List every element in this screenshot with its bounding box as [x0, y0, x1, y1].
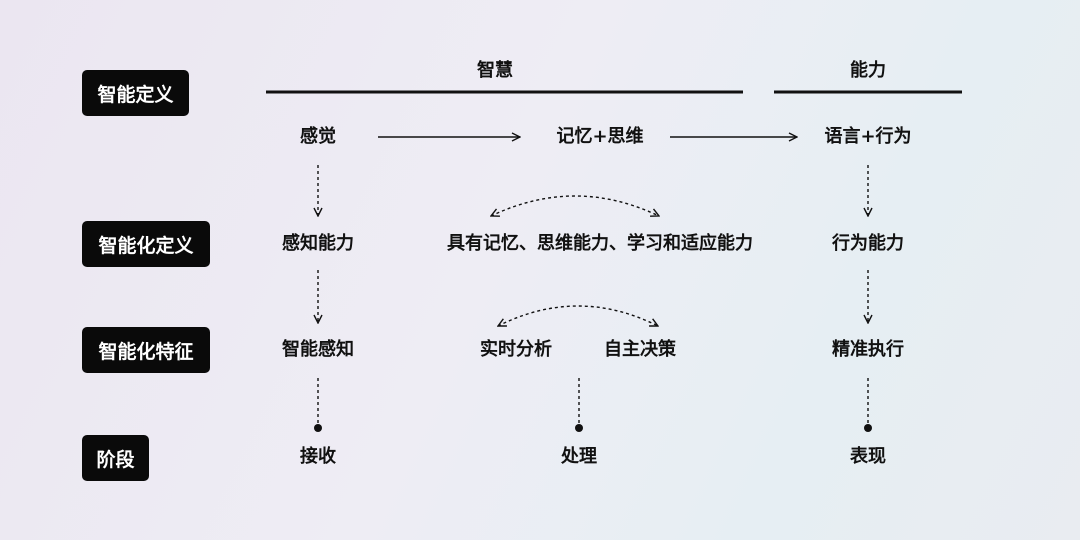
node-receive: 接收 — [300, 446, 336, 467]
node-precise-execution: 精准执行 — [832, 339, 904, 360]
dot-receive — [314, 424, 322, 432]
header-wisdom: 智慧 — [477, 60, 513, 81]
node-memory-thinking: 记忆+思维 — [556, 126, 644, 147]
dot-process — [575, 424, 583, 432]
row-label-ability-definition: 智能化定义 — [82, 221, 210, 267]
row-label-stage: 阶段 — [82, 435, 149, 481]
node-language-action: 语言+行为 — [824, 126, 912, 147]
node-express: 表现 — [850, 446, 886, 467]
node-action-ability: 行为能力 — [832, 233, 904, 254]
node-perception: 感觉 — [300, 126, 336, 147]
row-label-definition: 智能定义 — [82, 70, 189, 116]
row-label-features: 智能化特征 — [82, 327, 210, 373]
node-process: 处理 — [561, 446, 597, 467]
header-ability: 能力 — [850, 60, 886, 81]
node-realtime-analysis: 实时分析 — [480, 339, 552, 360]
node-autonomous-decision: 自主决策 — [604, 339, 676, 360]
curved-double-arrow-top — [491, 195, 659, 216]
node-perception-ability: 感知能力 — [282, 233, 354, 254]
curved-double-arrow-bottom — [498, 305, 658, 326]
dot-express — [864, 424, 872, 432]
node-memory-learning-ability: 具有记忆、思维能力、学习和适应能力 — [447, 233, 753, 254]
node-smart-perception: 智能感知 — [282, 339, 354, 360]
